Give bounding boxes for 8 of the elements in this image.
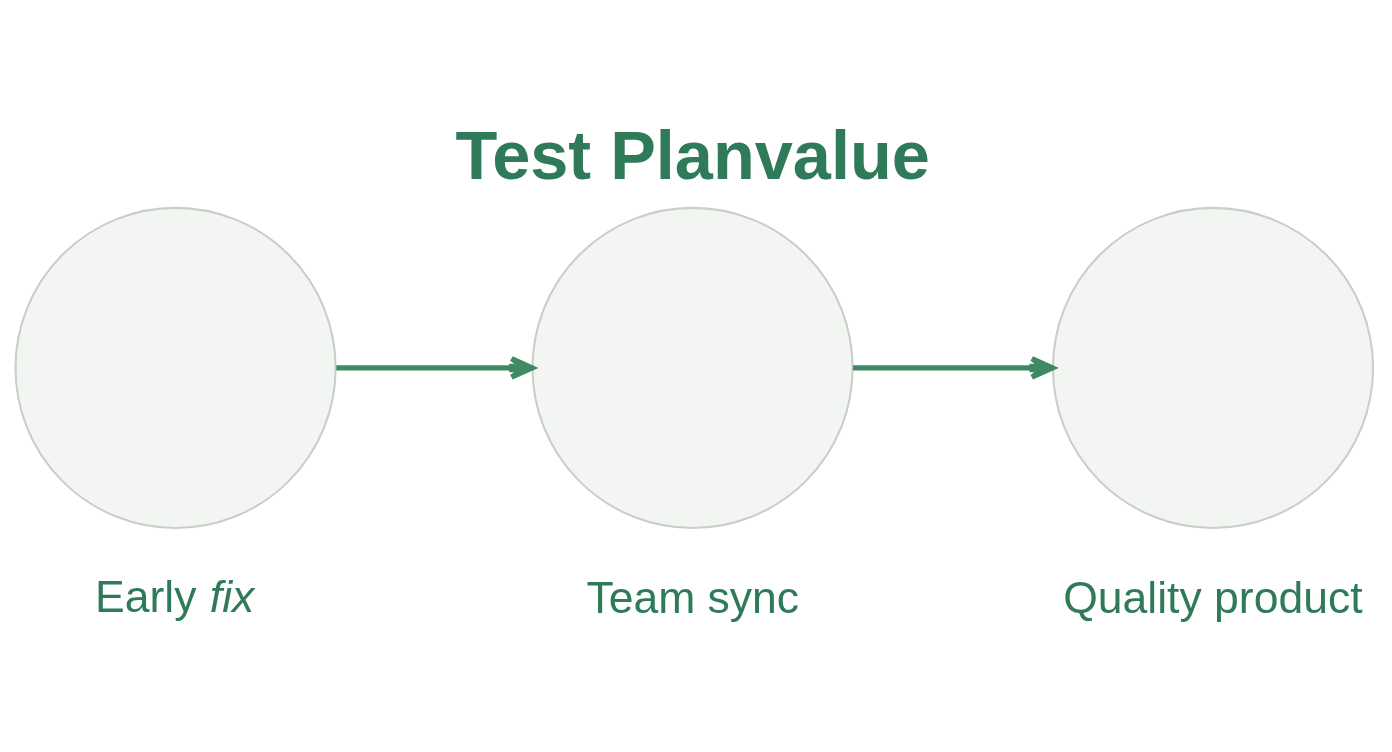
node-label: Early fix bbox=[95, 571, 255, 621]
node-label: Team sync bbox=[586, 572, 800, 622]
diagram-title: Test Planvalue bbox=[455, 116, 930, 194]
node-circle bbox=[14, 206, 337, 529]
node-circle bbox=[1051, 206, 1375, 529]
arrow bbox=[852, 355, 1056, 380]
node-circle bbox=[531, 206, 854, 529]
node-label: Quality product bbox=[1063, 572, 1363, 622]
